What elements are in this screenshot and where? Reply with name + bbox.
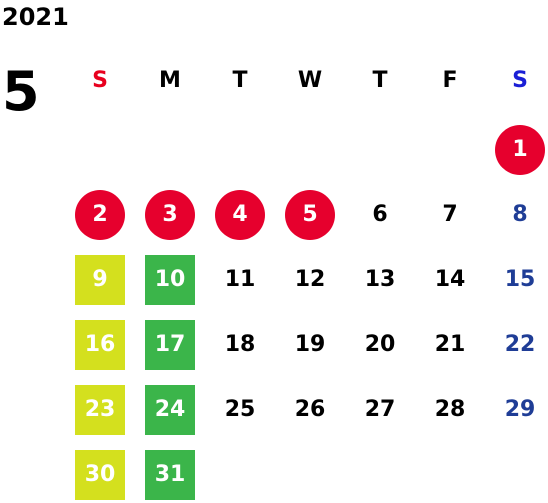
day-1[interactable]: 1 <box>495 125 545 175</box>
day-13[interactable]: 13 <box>364 267 396 292</box>
day-7[interactable]: 7 <box>442 202 458 227</box>
day-28[interactable]: 28 <box>434 397 466 422</box>
weekday-2: T <box>232 68 248 93</box>
day-25[interactable]: 25 <box>224 397 256 422</box>
day-2[interactable]: 2 <box>75 190 125 240</box>
calendar-year: 2021 <box>2 3 69 31</box>
day-9[interactable]: 9 <box>75 255 125 305</box>
day-18[interactable]: 18 <box>224 332 256 357</box>
day-27[interactable]: 27 <box>364 397 396 422</box>
day-22[interactable]: 22 <box>504 332 536 357</box>
day-24[interactable]: 24 <box>145 385 195 435</box>
day-16[interactable]: 16 <box>75 320 125 370</box>
calendar-month: 5 <box>2 60 40 123</box>
weekday-6: S <box>512 68 528 93</box>
weekday-3: W <box>297 68 323 93</box>
weekday-4: T <box>372 68 388 93</box>
day-20[interactable]: 20 <box>364 332 396 357</box>
weekday-0: S <box>92 68 108 93</box>
day-5[interactable]: 5 <box>285 190 335 240</box>
weekday-1: M <box>159 68 181 93</box>
day-17[interactable]: 17 <box>145 320 195 370</box>
day-8[interactable]: 8 <box>512 202 528 227</box>
day-30[interactable]: 30 <box>75 450 125 500</box>
day-10[interactable]: 10 <box>145 255 195 305</box>
day-14[interactable]: 14 <box>434 267 466 292</box>
day-26[interactable]: 26 <box>294 397 326 422</box>
day-12[interactable]: 12 <box>294 267 326 292</box>
day-15[interactable]: 15 <box>504 267 536 292</box>
day-19[interactable]: 19 <box>294 332 326 357</box>
weekday-5: F <box>442 68 458 93</box>
day-31[interactable]: 31 <box>145 450 195 500</box>
day-4[interactable]: 4 <box>215 190 265 240</box>
day-29[interactable]: 29 <box>504 397 536 422</box>
day-6[interactable]: 6 <box>372 202 388 227</box>
day-21[interactable]: 21 <box>434 332 466 357</box>
day-3[interactable]: 3 <box>145 190 195 240</box>
day-23[interactable]: 23 <box>75 385 125 435</box>
day-11[interactable]: 11 <box>224 267 256 292</box>
